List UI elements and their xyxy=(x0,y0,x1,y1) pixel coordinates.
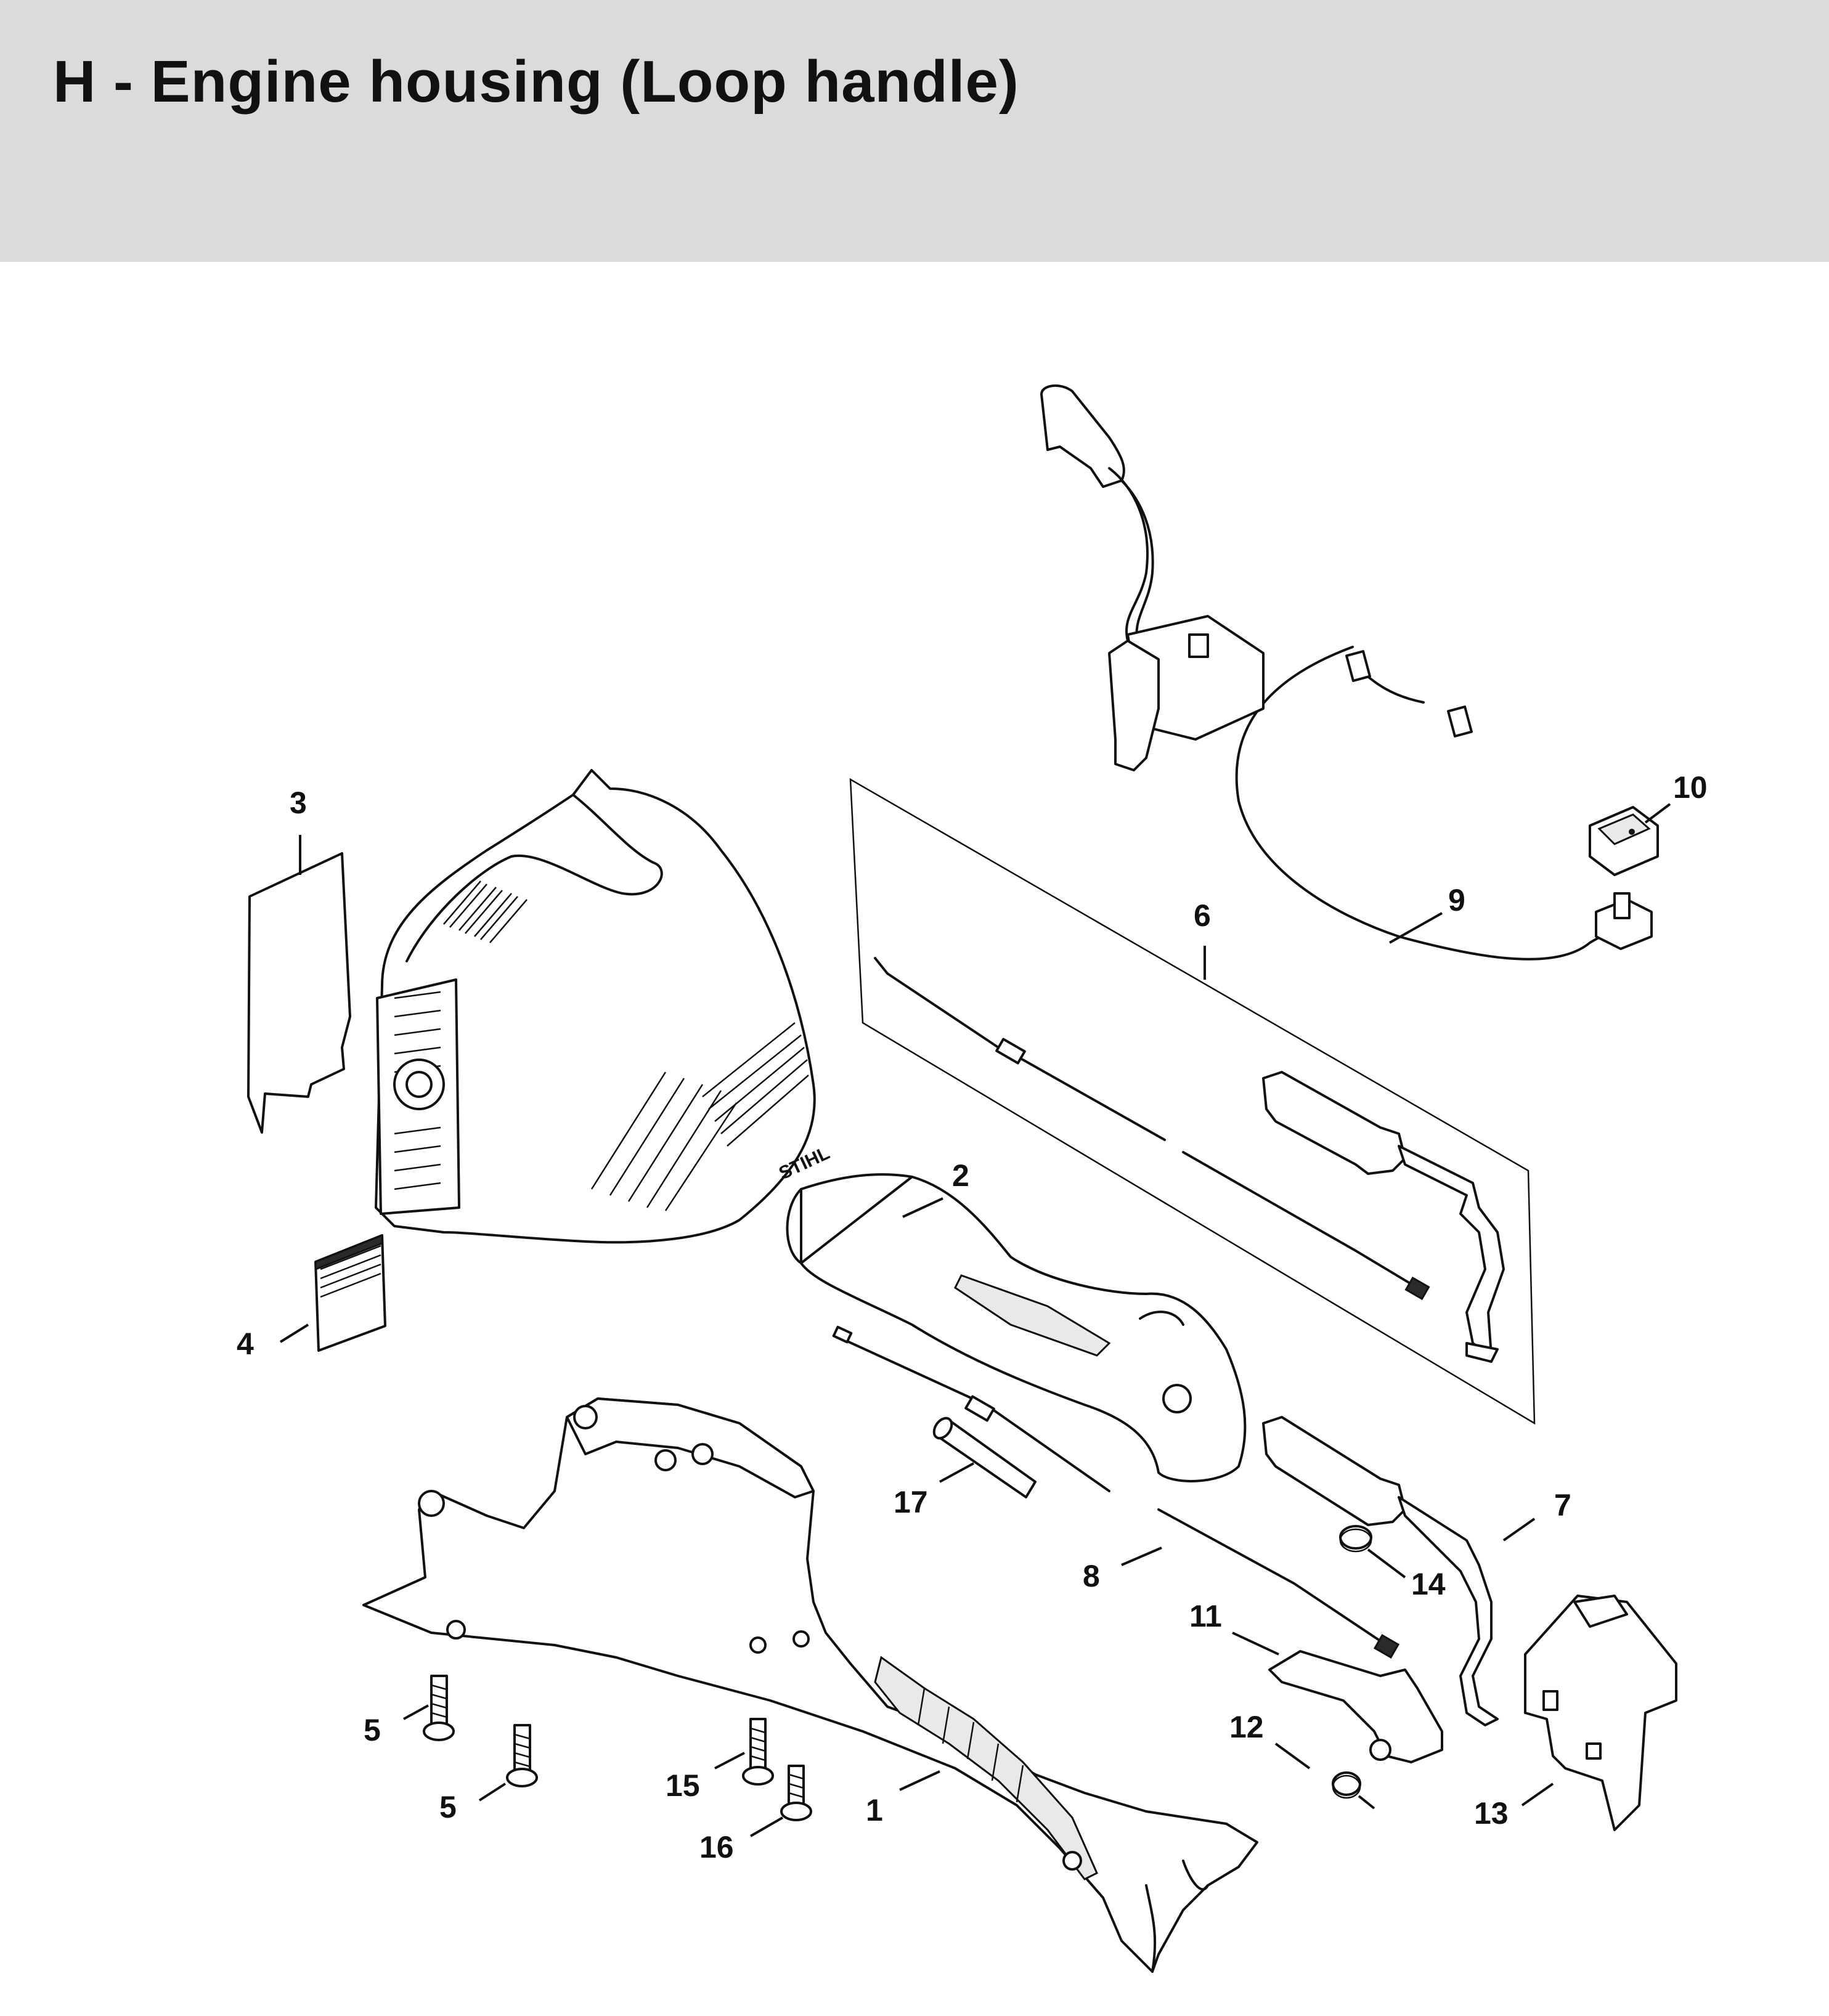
part-5-screw-b xyxy=(506,1724,538,1787)
leader-lines xyxy=(279,803,1671,1837)
callout-1: 1 xyxy=(866,1793,883,1827)
part-17-sleeve xyxy=(932,1416,1037,1498)
part-5-screw-a xyxy=(423,1675,455,1741)
page-header: H - Engine housing (Loop handle) xyxy=(0,0,1829,262)
callout-9: 9 xyxy=(1448,883,1465,917)
callout-labels: 1 2 3 4 5 5 6 7 8 9 10 11 12 13 14 15 16… xyxy=(237,770,1708,1864)
callout-16: 16 xyxy=(699,1830,734,1864)
page-title: H - Engine housing (Loop handle) xyxy=(53,49,1019,115)
callout-2: 2 xyxy=(952,1158,969,1193)
callout-15: 15 xyxy=(666,1768,700,1803)
part-13-cover xyxy=(1524,1595,1677,1831)
callout-12: 12 xyxy=(1229,1710,1264,1744)
part-16-screw xyxy=(780,1765,812,1821)
part-2-engine-housing: STIHL xyxy=(375,769,1247,1482)
part-10-switch xyxy=(1589,806,1659,876)
callout-5a: 5 xyxy=(364,1713,381,1747)
part-12-spring xyxy=(1332,1771,1361,1799)
part-11-lockout-lever xyxy=(1268,1650,1443,1763)
part-9-wiring xyxy=(1235,646,1653,961)
callout-6: 6 xyxy=(1194,898,1211,933)
part-6-throttle-kit-frame xyxy=(849,778,1536,1425)
callout-10: 10 xyxy=(1673,770,1708,805)
callout-17: 17 xyxy=(894,1485,928,1519)
callout-4: 4 xyxy=(237,1327,254,1361)
part-7-throttle-trigger xyxy=(1262,1416,1499,1726)
part-8-cable xyxy=(832,1325,1400,1659)
exploded-parts-diagram: STIHL xyxy=(237,384,1708,1973)
part-14-spring xyxy=(1339,1525,1372,1553)
part-1-handle-housing xyxy=(362,1397,1258,1973)
callout-7: 7 xyxy=(1554,1488,1571,1522)
callout-3: 3 xyxy=(290,786,307,820)
callout-8: 8 xyxy=(1083,1559,1100,1593)
part-3-plate xyxy=(247,852,351,1134)
callout-14: 14 xyxy=(1411,1567,1446,1601)
ignition-module xyxy=(1040,384,1265,771)
callout-13: 13 xyxy=(1474,1796,1509,1831)
callout-11: 11 xyxy=(1189,1599,1222,1633)
part-15-screw xyxy=(742,1718,774,1786)
callout-5b: 5 xyxy=(439,1790,457,1824)
part-4-label xyxy=(314,1234,386,1352)
